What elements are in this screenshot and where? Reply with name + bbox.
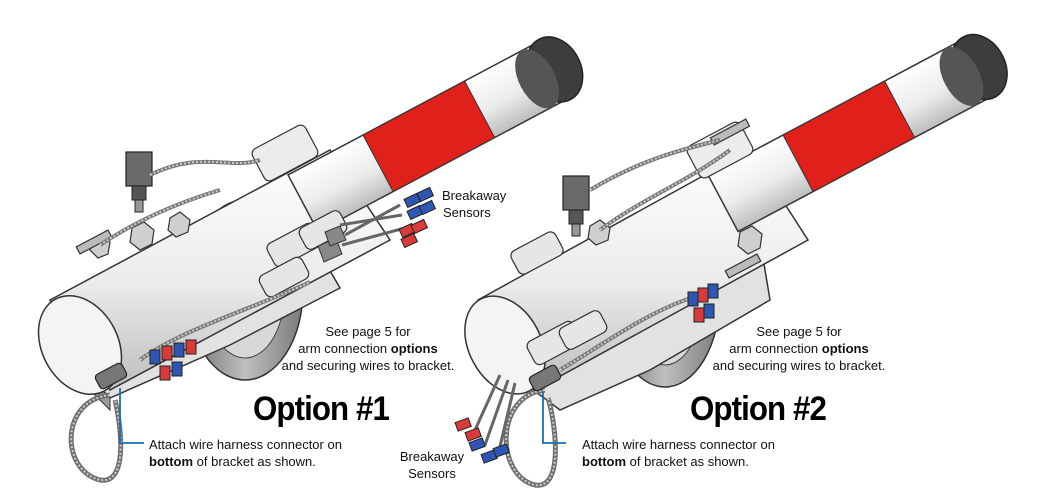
bracket-connectors xyxy=(687,283,719,323)
attach-note-1: Attach wire harness connector on bottom … xyxy=(149,437,342,469)
leader-line-2 xyxy=(542,392,566,444)
option-1-title: Option #1 xyxy=(253,390,390,428)
leader-line-1 xyxy=(119,388,144,444)
breakaway-sensor-connectors xyxy=(454,417,510,464)
arm-stripe xyxy=(782,80,916,193)
breakaway-sensors-label-2: Breakaway Sensors xyxy=(399,449,465,481)
sensor-cylinders xyxy=(510,231,608,366)
see-page-note-2: See page 5 for arm connection options an… xyxy=(712,324,886,373)
gate-arm xyxy=(287,36,584,233)
see-page-note-1: See page 5 for arm connection options an… xyxy=(281,324,455,373)
option-2-assembly xyxy=(454,33,1008,488)
bracket-connectors xyxy=(149,339,197,381)
option-1-assembly xyxy=(37,36,584,483)
harness-connector xyxy=(528,364,562,392)
hardware xyxy=(587,118,763,279)
power-connector xyxy=(125,151,153,213)
option-2-title: Option #2 xyxy=(690,390,827,428)
breakaway-sensor-connectors xyxy=(398,186,437,249)
wire-harness xyxy=(473,138,732,488)
harness-connector xyxy=(94,362,128,390)
breakaway-sensors-label-1: Breakaway Sensors xyxy=(442,188,507,220)
arm-stripe xyxy=(362,80,496,193)
sensor-cylinders xyxy=(258,210,348,298)
attach-note-2: Attach wire harness connector on bottom … xyxy=(582,437,775,469)
power-connector xyxy=(562,175,590,237)
gate-arm xyxy=(707,33,1008,233)
